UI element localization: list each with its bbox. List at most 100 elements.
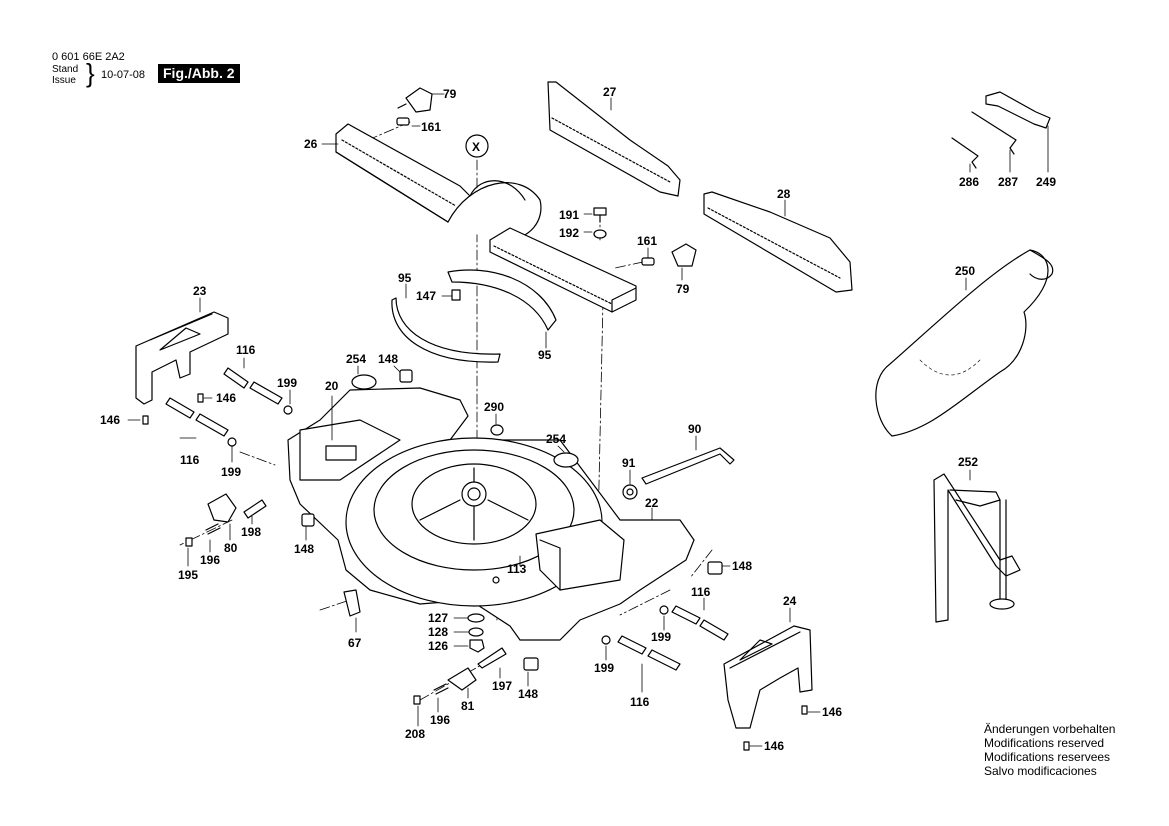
callout-79: 79 (443, 87, 457, 101)
callout-287: 287 (998, 175, 1018, 189)
callout-28: 28 (777, 187, 791, 201)
part-126-nut (469, 639, 485, 653)
callout-x: X (472, 140, 480, 154)
modifications-notice: Änderungen vorbehalten Modifications res… (984, 722, 1115, 778)
part-90-hex-key (641, 447, 735, 485)
part-number: 0 601 66E 2A2 (52, 51, 125, 63)
callout-128: 128 (428, 625, 448, 639)
callout-26: 26 (304, 137, 318, 151)
callout-199: 199 (594, 661, 614, 675)
part-192-washer (593, 229, 607, 239)
part-127-washer (467, 613, 485, 623)
callout-labels: 79 161 26 27 X 28 191 192 161 79 286 287… (100, 85, 1056, 753)
part-67-detent-lever (343, 589, 361, 617)
callout-195: 195 (178, 568, 198, 582)
part-80-handle (207, 493, 237, 523)
part-252-material-clamp (933, 473, 1021, 623)
callout-95: 95 (398, 271, 412, 285)
part-95-arc-lower (391, 297, 501, 363)
part-26-right-fence (489, 227, 637, 313)
part-27-fence-extension (547, 81, 681, 197)
part-249-wrench (985, 91, 1051, 129)
callout-80: 80 (224, 541, 238, 555)
callout-67: 67 (348, 636, 362, 650)
part-79-knob-left (397, 87, 433, 113)
callout-249: 249 (1036, 175, 1056, 189)
callout-90: 90 (688, 422, 702, 436)
part-28-fence-extension (703, 191, 853, 293)
part-208-screw (413, 695, 421, 705)
callout-161: 161 (421, 120, 441, 134)
callout-196: 196 (430, 713, 450, 727)
callout-113: 113 (507, 562, 527, 576)
part-148-feet (301, 369, 723, 671)
part-x-marker (465, 134, 489, 158)
callout-146: 146 (100, 413, 120, 427)
issue-label: Issue (52, 75, 76, 86)
callout-23: 23 (193, 284, 207, 298)
callout-148: 148 (518, 687, 538, 701)
stand-issue-label: Stand Issue (52, 64, 78, 86)
callout-196: 196 (200, 553, 220, 567)
callout-199: 199 (221, 465, 241, 479)
figure-badge: Fig./Abb. 2 (158, 64, 240, 83)
part-161-bolt-right (641, 257, 655, 266)
callout-148: 148 (732, 559, 752, 573)
part-81-handle (447, 667, 477, 691)
callout-290: 290 (484, 400, 504, 414)
part-195-screw (185, 537, 193, 547)
part-196-spring (205, 523, 221, 535)
callout-199: 199 (277, 376, 297, 390)
callout-91: 91 (622, 456, 636, 470)
notice-line-es: Salvo modificaciones (984, 764, 1097, 778)
part-254-cap-right (553, 452, 579, 468)
part-197-bolt (477, 647, 507, 669)
part-26-left-fence (335, 123, 542, 241)
callout-116: 116 (630, 695, 650, 709)
callout-146: 146 (216, 391, 236, 405)
callout-27: 27 (603, 85, 617, 99)
callout-208: 208 (405, 727, 425, 741)
callout-148: 148 (294, 542, 314, 556)
part-191-screw (593, 207, 607, 223)
notice-line-de: Änderungen vorbehalten (984, 722, 1116, 736)
part-198-bolt (243, 499, 267, 519)
part-23-side-extension (135, 311, 229, 405)
callout-95: 95 (538, 348, 552, 362)
callout-81: 81 (461, 699, 475, 713)
callout-191: 191 (559, 208, 579, 222)
callout-116: 116 (180, 453, 200, 467)
part-128-washer (468, 627, 484, 637)
part-286-hex-key (951, 137, 979, 169)
callout-192: 192 (559, 226, 579, 240)
stand-label: Stand (52, 64, 79, 75)
part-20-label-plate (325, 445, 357, 461)
callout-126: 126 (428, 639, 448, 653)
callout-20: 20 (325, 379, 339, 393)
callout-22: 22 (645, 496, 659, 510)
callout-146: 146 (822, 705, 842, 719)
notice-line-en: Modifications reserved (984, 736, 1105, 750)
callout-147: 147 (416, 289, 436, 303)
part-146-screws (142, 393, 808, 751)
part-116-rods-left (165, 367, 283, 437)
part-95-arc-upper (447, 269, 557, 331)
callout-198: 198 (241, 525, 261, 539)
part-254-cap-top (351, 374, 377, 390)
callout-116: 116 (691, 585, 711, 599)
callout-148: 148 (378, 352, 398, 366)
part-79-knob-right (671, 243, 697, 267)
callout-250: 250 (955, 264, 975, 278)
part-287-hex-key (971, 111, 1017, 155)
callout-252: 252 (958, 455, 978, 469)
callout-116: 116 (236, 343, 256, 357)
callout-197: 197 (492, 679, 512, 693)
callout-286: 286 (959, 175, 979, 189)
callout-254: 254 (346, 352, 366, 366)
issue-date: 10-07-08 (101, 69, 146, 81)
part-113-fastener (492, 576, 500, 584)
part-116-rods-right (617, 605, 729, 671)
part-250-dust-bag (875, 249, 1054, 437)
callout-161: 161 (637, 234, 657, 248)
